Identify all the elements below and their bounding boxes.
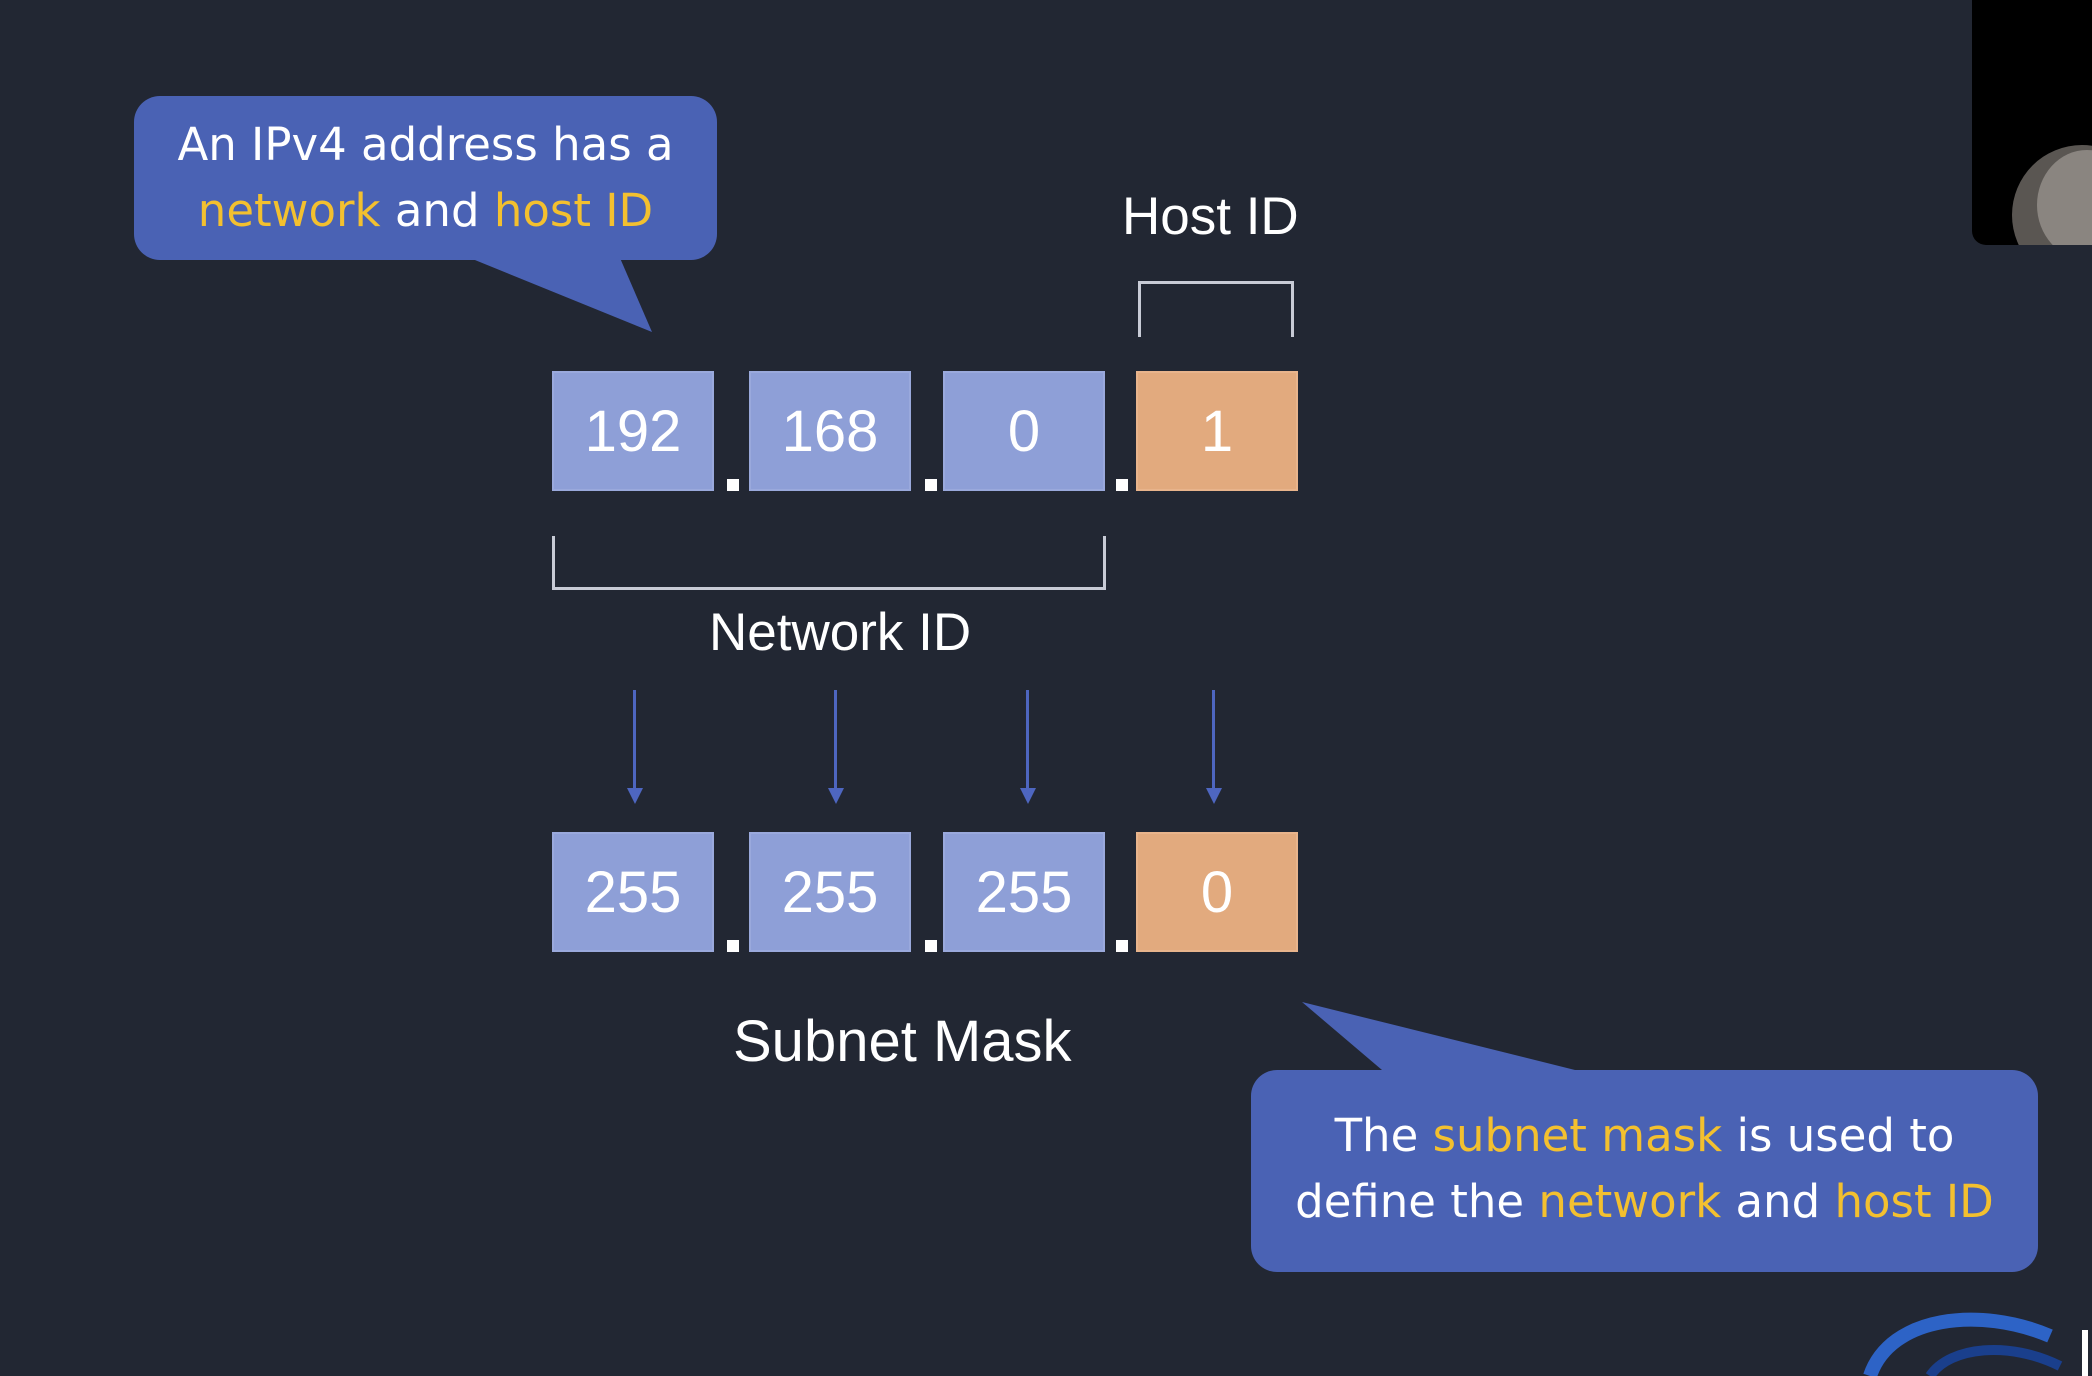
text-is-used-to: is used to <box>1722 1109 1955 1162</box>
arrow-1-line <box>633 690 636 790</box>
highlight-host-id: host ID <box>493 184 654 237</box>
connector-and: and <box>380 184 494 237</box>
highlight-network: network <box>197 184 381 237</box>
network-id-label: Network ID <box>709 603 972 662</box>
arrow-4-head <box>1206 788 1222 804</box>
highlight-network-2: network <box>1538 1175 1722 1228</box>
ip-dot-3 <box>1116 479 1128 491</box>
text-the: The <box>1334 1109 1433 1162</box>
mask-dot-1 <box>727 940 739 952</box>
callout-subnet-mask-explanation: The subnet mask is used to define the ne… <box>1251 1070 2038 1272</box>
callout-line-2: network and host ID <box>134 178 717 244</box>
mask-octet-1: 255 <box>552 832 714 952</box>
ip-octet-3: 0 <box>943 371 1105 491</box>
webcam-overlay <box>1972 0 2092 245</box>
network-id-bracket <box>552 536 1106 590</box>
logo-swirl-icon <box>1863 1312 2088 1376</box>
callout-ipv4-explanation: An IPv4 address has a network and host I… <box>134 96 717 260</box>
arrow-1-head <box>627 788 643 804</box>
mask-octet-2: 255 <box>749 832 911 952</box>
ip-dot-2 <box>925 479 937 491</box>
mask-octet-3: 255 <box>943 832 1105 952</box>
presenter-silhouette <box>2012 145 2092 245</box>
text-define-the: define the <box>1295 1175 1539 1228</box>
host-id-label: Host ID <box>1122 187 1299 246</box>
ip-octet-4-host: 1 <box>1136 371 1298 491</box>
arrow-3-head <box>1020 788 1036 804</box>
mask-dot-3 <box>1116 940 1128 952</box>
arrow-2-head <box>828 788 844 804</box>
ip-octet-1: 192 <box>552 371 714 491</box>
host-id-bracket <box>1138 281 1294 337</box>
callout-line-1: An IPv4 address has a <box>177 118 674 171</box>
ip-dot-1 <box>727 479 739 491</box>
arrow-4-line <box>1212 690 1215 790</box>
mask-octet-4-host: 0 <box>1136 832 1298 952</box>
highlight-host-id-2: host ID <box>1834 1175 1994 1228</box>
connector-and-2: and <box>1721 1175 1835 1228</box>
highlight-subnet-mask: subnet mask <box>1432 1109 1723 1162</box>
arrow-3-line <box>1026 690 1029 790</box>
ip-octet-2: 168 <box>749 371 911 491</box>
callout-bottom-line-2: define the network and host ID <box>1251 1169 2038 1235</box>
arrow-2-line <box>834 690 837 790</box>
callout-bottom-line-1: The subnet mask is used to <box>1251 1103 2038 1169</box>
mask-dot-2 <box>925 940 937 952</box>
subnet-mask-label: Subnet Mask <box>733 1009 1072 1074</box>
